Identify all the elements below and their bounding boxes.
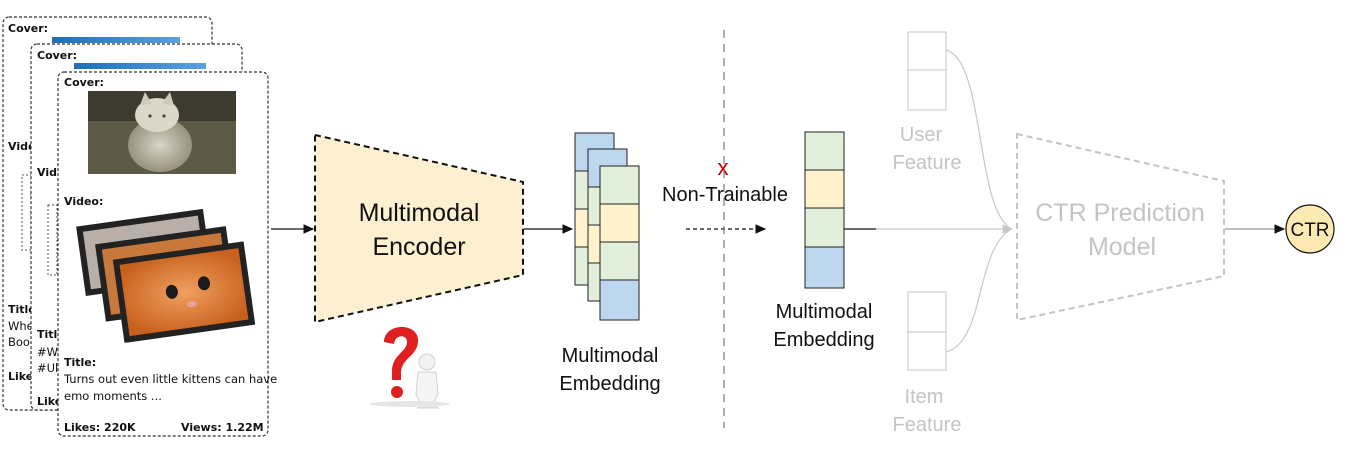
embedding-label: Embedding [559, 373, 660, 395]
ctr-model-label: CTR Prediction [1035, 199, 1205, 227]
ctr-output: CTR [1285, 204, 1335, 254]
user-feature-vector [907, 31, 947, 111]
views-label: Views: 1.22M [181, 421, 264, 434]
encoder-label: Encoder [372, 233, 465, 261]
non-trainable-mark: x [718, 155, 729, 180]
embedding-stack [574, 132, 640, 321]
title-text: Turns out even little kittens can have [63, 372, 277, 386]
cover-label: Cover: [37, 49, 77, 62]
title-text: Whe [8, 319, 34, 333]
video-label: Video: [64, 195, 103, 208]
question-figure-icon [370, 327, 450, 409]
item-feature-label: Item [905, 386, 944, 408]
cover-image [88, 91, 236, 174]
title-text: #Ul [37, 361, 58, 375]
embedding-label: Embedding [773, 329, 874, 351]
embedding-vector-right [804, 131, 845, 289]
video-label: Vid [37, 166, 57, 179]
video-frames [76, 208, 256, 343]
cover-label: Cover: [8, 22, 48, 35]
ctr-model-label: Model [1088, 233, 1156, 261]
film-strip [47, 204, 58, 276]
non-trainable-label: Non-Trainable [662, 184, 788, 206]
ctr-label: CTR [1290, 220, 1329, 241]
cover-label: Cover: [64, 76, 104, 89]
title-label: Title: [64, 356, 96, 369]
title-text: emo moments ... [64, 389, 162, 403]
ctr-prediction-model: CTR Prediction Model [1016, 132, 1225, 322]
likes-label: Like [37, 395, 62, 408]
item-feature-vector [907, 291, 947, 371]
likes-label: Likes: 220K [64, 421, 136, 434]
title-label: Title [8, 303, 36, 316]
embedding-label: Multimodal [562, 345, 659, 367]
embedding-label: Multimodal [776, 301, 873, 323]
film-strip [21, 174, 32, 251]
post-card-front: Cover: Video: [57, 71, 277, 437]
video-label: Vide [8, 140, 35, 153]
user-feature-connector [945, 49, 1011, 229]
embedding-vector-3 [599, 165, 640, 321]
item-feature-label: Feature [893, 414, 962, 436]
item-feature-connector [945, 229, 1011, 353]
encoder-label: Multimodal [359, 199, 480, 227]
cover-image [74, 63, 206, 69]
title-text: Boo [8, 335, 30, 349]
user-feature-label: Feature [893, 152, 962, 174]
cover-image [52, 37, 180, 43]
multimodal-encoder: Multimodal Encoder [314, 133, 524, 324]
title-text: #W [37, 345, 58, 359]
user-feature-label: User [900, 124, 943, 146]
